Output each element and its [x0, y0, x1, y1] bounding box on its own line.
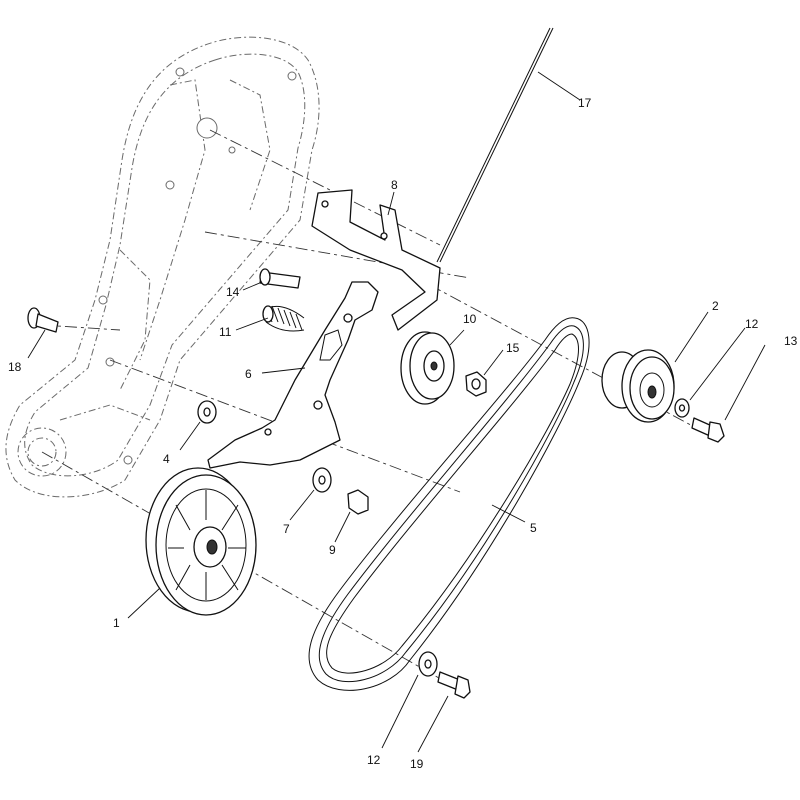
frame-bearing-hole [196, 117, 218, 139]
callout-13: 13 [784, 334, 798, 348]
callout-15: 15 [506, 341, 520, 355]
callout-11: 11 [219, 325, 232, 339]
shoulder-bolt [27, 307, 59, 333]
pulley-washer-upper [674, 398, 690, 418]
callout-labels: 1 2 4 5 6 7 8 9 10 11 12 12 13 14 15 17 … [8, 96, 798, 771]
callout-8: 8 [391, 178, 398, 192]
idler-bracket [311, 189, 441, 331]
frame-shaft-boss [17, 427, 67, 477]
callout-17: 17 [578, 96, 592, 110]
hex-nut [465, 371, 487, 397]
arm-washer [312, 467, 332, 493]
callout-12-upper: 12 [745, 317, 759, 331]
arm-pivot-bolt [259, 268, 301, 289]
housing-frame-outline [5, 36, 320, 498]
callout-5: 5 [530, 521, 537, 535]
callout-10: 10 [463, 312, 477, 326]
callout-1: 1 [113, 616, 120, 630]
callout-4: 4 [163, 452, 170, 466]
control-cable [436, 27, 554, 263]
pulley-washer-lower [418, 651, 438, 677]
callout-6: 6 [245, 367, 252, 381]
callout-leaders [27, 71, 766, 753]
engine-pulley [601, 349, 675, 423]
callout-14: 14 [226, 285, 240, 299]
flat-washer [197, 400, 217, 424]
callout-19: 19 [410, 757, 424, 771]
callout-12-lower: 12 [367, 753, 381, 767]
tension-spring [262, 305, 305, 332]
callout-7: 7 [283, 522, 290, 536]
pulley-bolt-upper [691, 417, 725, 443]
idler-pulley [400, 331, 455, 405]
callout-2: 2 [712, 299, 719, 313]
idler-arm [207, 281, 379, 469]
callout-9: 9 [329, 543, 336, 557]
callout-18: 18 [8, 360, 22, 374]
drive-pulley [145, 467, 257, 616]
arm-nut [347, 489, 369, 515]
pulley-bolt-lower [437, 671, 471, 699]
drive-belt [308, 317, 590, 691]
